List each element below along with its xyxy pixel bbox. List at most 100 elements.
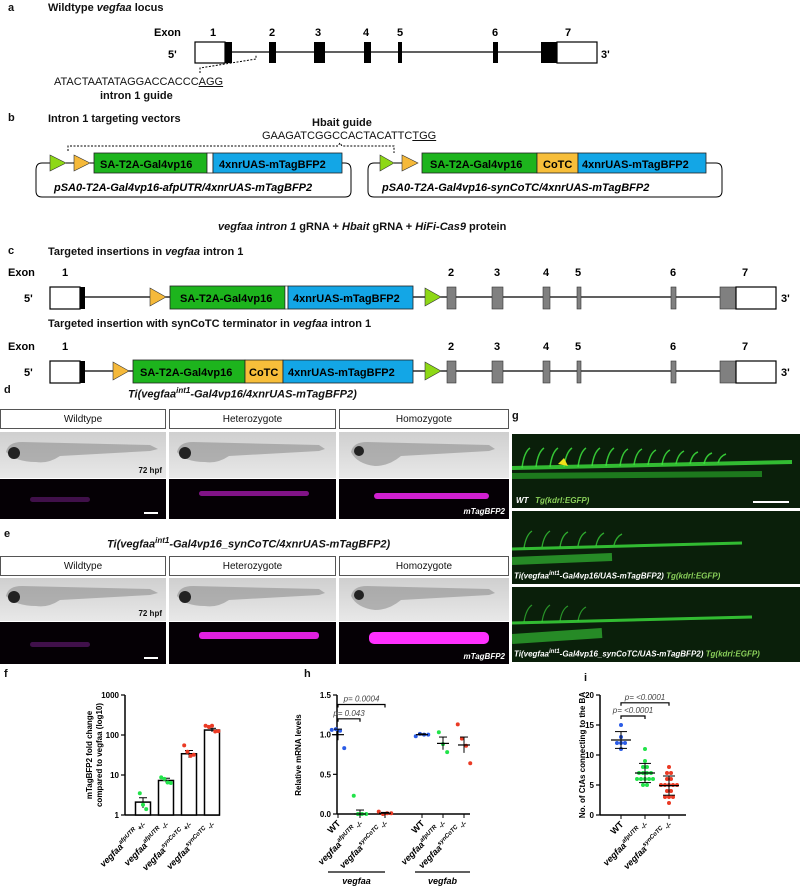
- data-point: [426, 732, 431, 737]
- vector-1-name: pSA0-T2A-Gal4vp16-afpUTR/4xnrUAS-mTagBFP…: [53, 182, 312, 194]
- title-gene: vegfaa: [292, 318, 328, 330]
- data-point: [665, 789, 669, 793]
- three-prime-label: 3': [601, 49, 610, 61]
- hbait-guide-sequence: GAAGATCGGCCACTACATTCTGG: [262, 130, 436, 142]
- green-cassette-label: SA-T2A-Gal4vp16: [180, 293, 272, 305]
- panel-c-title-2: Targeted insertion with synCoTC terminat…: [48, 318, 371, 330]
- vector-1-green-label: SA-T2A-Gal4vp16: [100, 159, 192, 171]
- injection-part: vegfaa intron 1: [218, 221, 297, 233]
- exon-7-utr: [735, 360, 777, 384]
- x-tick-label: WT: [608, 819, 625, 836]
- vector-1-blue-label: 4xnrUAS-mTagBFP2: [219, 159, 326, 171]
- vasculature-image-syncotc: Ti(vegfaaint1-Gal4vp16_synCoTC/UAS-mTagB…: [512, 587, 800, 662]
- y-tick-label: 0.5: [320, 770, 332, 779]
- afputr-spacer: [206, 152, 214, 174]
- larva-silhouette: [6, 586, 158, 607]
- title-text: Targeted insertion with synCoTC terminat…: [48, 318, 293, 330]
- data-point: [641, 765, 645, 769]
- data-point: [641, 783, 645, 787]
- data-point: [338, 728, 343, 733]
- vector-2-name: pSA0-T2A-Gal4vp16-synCoTC/4xnrUAS-mTagBF…: [381, 182, 649, 194]
- group-label: vegfaa: [342, 876, 371, 886]
- exon-2: [446, 286, 457, 310]
- column-header: Wildtype: [0, 556, 166, 576]
- three-prime-label: 3': [781, 293, 790, 305]
- vector-2-cotc-label: CoTC: [543, 159, 572, 171]
- significance-bracket: [337, 703, 386, 708]
- data-point: [645, 765, 649, 769]
- data-point: [159, 775, 164, 780]
- data-point: [459, 736, 464, 741]
- exon-7-utr: [556, 41, 598, 64]
- p-value-label: p= 0.043: [332, 709, 365, 718]
- exon-1-coding: [80, 361, 85, 383]
- injection-mix: vegfaa intron 1 gRNA + Hbait gRNA + HiFi…: [218, 221, 506, 233]
- data-point: [168, 781, 173, 786]
- exon-5: [576, 286, 582, 310]
- panel-i-label: i: [584, 672, 588, 684]
- data-point: [162, 776, 167, 781]
- exon-6: [670, 360, 677, 384]
- data-point: [667, 795, 671, 799]
- title-text: -Gal4vp16/4xnrUAS-mTagBFP2): [190, 388, 357, 401]
- fluorescence-image: [0, 622, 166, 664]
- data-point: [667, 765, 671, 769]
- exon-1-utr: [49, 360, 81, 384]
- exon-number: 7: [742, 341, 748, 353]
- injection-part: gRNA +: [369, 221, 416, 233]
- scale-bar: [144, 512, 158, 514]
- exon-number: 7: [742, 267, 748, 279]
- exon-1-coding: [80, 287, 85, 309]
- hbait-bracket: [67, 142, 395, 153]
- brightfield-image: 72 hpf: [0, 432, 166, 478]
- age-label: 72 hpf: [138, 466, 162, 475]
- reporter-text: Tg(kdrl:EGFP): [666, 572, 721, 581]
- vector-2-blue-box: [577, 152, 707, 174]
- blue-cassette: [287, 285, 414, 310]
- wildtype-locus-diagram: Exon 5' 3' 1 2 3 4 5 6 7: [154, 27, 610, 73]
- column-header: Homozygote: [339, 409, 509, 429]
- title-text: Targeted insertions in: [48, 246, 166, 258]
- blue-cassette-label: 4xnrUAS-mTagBFP2: [288, 367, 395, 379]
- genotype-caption: Ti(vegfaaint1-Gal4vp16_synCoTC/UAS-mTagB…: [514, 649, 760, 659]
- exon-word: Exon: [8, 341, 35, 353]
- x-tick-label: WT: [409, 818, 426, 835]
- panel-c-title-1: Targeted insertions in vegfaa intron 1: [48, 246, 243, 258]
- data-point: [185, 749, 190, 754]
- exon-4: [542, 360, 551, 384]
- fluorescence-image: mTagBFP2: [339, 479, 509, 519]
- arrowhead-icon: [558, 458, 568, 466]
- exon-3: [491, 360, 504, 384]
- data-point: [635, 777, 639, 781]
- green-cassette-label: SA-T2A-Gal4vp16: [140, 367, 232, 379]
- data-point: [188, 753, 193, 758]
- vector-2-green-label: SA-T2A-Gal4vp16: [430, 159, 522, 171]
- data-point: [639, 777, 643, 781]
- loxp-green-icon: [424, 287, 442, 307]
- exon-3: [491, 286, 504, 310]
- title-text: intron 1: [327, 318, 372, 330]
- panel-a-title: Wildtype vegfaa locus: [48, 2, 163, 14]
- exon-1-utr: [49, 286, 81, 310]
- vector-1-blue-box: [212, 152, 343, 174]
- age-label: 72 hpf: [138, 609, 162, 618]
- data-point: [665, 771, 669, 775]
- data-point: [436, 730, 441, 735]
- guide-seq: ATACTAATATAGGACCACCC: [54, 76, 199, 88]
- column-header: Heterozygote: [169, 409, 336, 429]
- genotype-text: Ti(vegfaa: [514, 650, 549, 659]
- y-tick-label: 0.0: [320, 810, 332, 819]
- exon-7-coding: [541, 42, 557, 63]
- data-point: [165, 780, 170, 785]
- title-text: Ti(vegfaa: [107, 538, 156, 551]
- title-text: intron 1: [200, 246, 244, 258]
- exon-5: [576, 360, 582, 384]
- larva-silhouette: [177, 586, 325, 607]
- cotc-cassette-label: CoTC: [249, 367, 278, 379]
- panel-b-title: Intron 1 targeting vectors: [48, 113, 181, 125]
- data-point: [667, 801, 671, 805]
- exon-number: 2: [448, 341, 454, 353]
- exon-number: 1: [62, 341, 68, 353]
- data-point: [623, 741, 627, 745]
